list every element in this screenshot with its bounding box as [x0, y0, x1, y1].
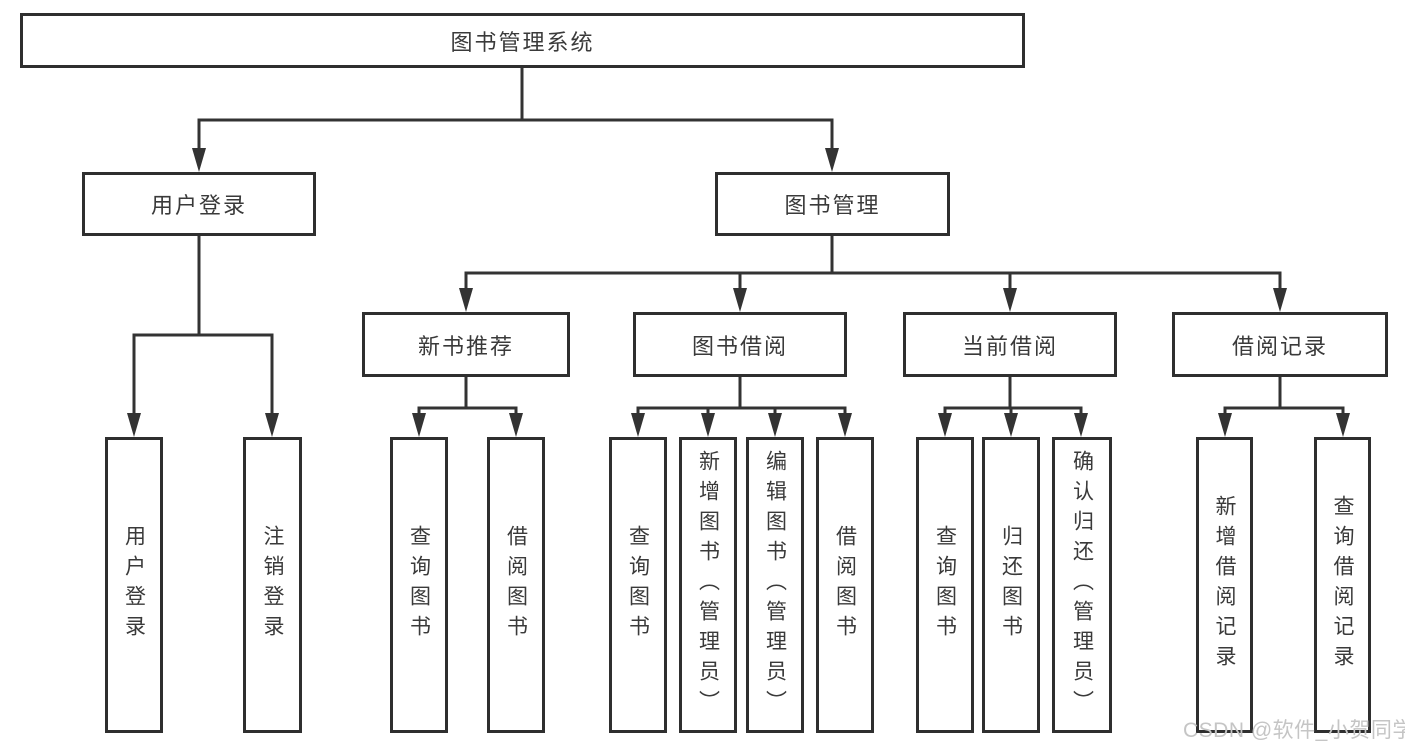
arrow-new-book-rec: [459, 288, 473, 312]
arrow-query-book-c: [938, 413, 952, 437]
leaf-borrow-book-recommend-label: 借阅图书: [504, 525, 528, 645]
arrow-query-book-b: [631, 413, 645, 437]
leaf-add-borrow-record-label: 新增借阅记录: [1213, 495, 1236, 675]
node-borrow-record: 借阅记录: [1172, 312, 1388, 377]
leaf-query-book-recommend-label: 查询图书: [407, 525, 431, 645]
arrow-leaf-logout: [265, 413, 279, 437]
arrow-add-book: [701, 413, 715, 437]
node-new-book-recommend-label: 新书推荐: [417, 333, 514, 359]
arrow-confirm-return: [1074, 413, 1088, 437]
leaf-add-book-admin-label: 新增图书（管理员）: [696, 450, 720, 720]
node-user-login-label: 用户登录: [150, 193, 247, 218]
node-new-book-recommend: 新书推荐: [362, 312, 570, 377]
arrow-borrow-book-a: [509, 413, 523, 437]
leaf-logout-label: 注销登录: [261, 525, 284, 645]
leaf-query-book-recommend: 查询图书: [390, 437, 448, 733]
leaf-user-login: 用户登录: [105, 437, 163, 733]
arrow-add-record: [1218, 413, 1232, 437]
arrow-query-book-a: [412, 413, 426, 437]
leaf-add-borrow-record: 新增借阅记录: [1196, 437, 1253, 733]
arrow-return-book: [1004, 413, 1018, 437]
arrow-cur-borrow: [1003, 288, 1017, 312]
leaf-query-borrow-record: 查询借阅记录: [1314, 437, 1371, 733]
leaf-return-book-label: 归还图书: [999, 525, 1023, 645]
leaf-query-book-borrow-label: 查询图书: [626, 525, 650, 645]
arrow-book-mgmt: [825, 148, 839, 172]
node-book-borrow: 图书借阅: [633, 312, 847, 377]
leaf-user-login-label: 用户登录: [122, 525, 146, 645]
leaf-query-book-current: 查询图书: [916, 437, 974, 733]
arrowheads: [127, 148, 1350, 437]
leaf-return-book: 归还图书: [982, 437, 1040, 733]
arrow-query-record: [1336, 413, 1350, 437]
leaf-add-book-admin: 新增图书（管理员）: [679, 437, 737, 733]
leaf-borrow-book: 借阅图书: [816, 437, 874, 733]
leaf-edit-book-admin-label: 编辑图书（管理员）: [763, 450, 787, 720]
node-borrow-record-label: 借阅记录: [1231, 333, 1328, 359]
arrow-user-login: [192, 148, 206, 172]
node-root: 图书管理系统: [20, 13, 1025, 68]
leaf-borrow-book-recommend: 借阅图书: [487, 437, 545, 733]
arrow-leaf-user-login: [127, 413, 141, 437]
leaf-borrow-book-label: 借阅图书: [833, 525, 857, 645]
leaf-confirm-return-admin-label: 确认归还（管理员）: [1070, 450, 1094, 720]
leaf-query-book-current-label: 查询图书: [933, 525, 957, 645]
leaf-logout: 注销登录: [243, 437, 302, 733]
node-book-management: 图书管理: [715, 172, 950, 236]
node-book-borrow-label: 图书借阅: [691, 333, 788, 359]
arrow-borrow-rec: [1273, 288, 1287, 312]
leaf-edit-book-admin: 编辑图书（管理员）: [746, 437, 804, 733]
leaf-query-borrow-record-label: 查询借阅记录: [1331, 495, 1354, 675]
leaf-confirm-return-admin: 确认归还（管理员）: [1052, 437, 1112, 733]
arrow-book-borrow: [733, 288, 747, 312]
node-current-borrow-label: 当前借阅: [961, 333, 1058, 359]
arrow-borrow-book-b: [838, 413, 852, 437]
leaf-query-book-borrow: 查询图书: [609, 437, 667, 733]
node-root-label: 图书管理系统: [450, 29, 595, 55]
node-current-borrow: 当前借阅: [903, 312, 1117, 377]
arrow-edit-book: [768, 413, 782, 437]
csdn-watermark: CSDN @软件_小贺同学: [1183, 719, 1405, 742]
node-book-management-label: 图书管理: [784, 193, 881, 218]
node-user-login: 用户登录: [82, 172, 316, 236]
